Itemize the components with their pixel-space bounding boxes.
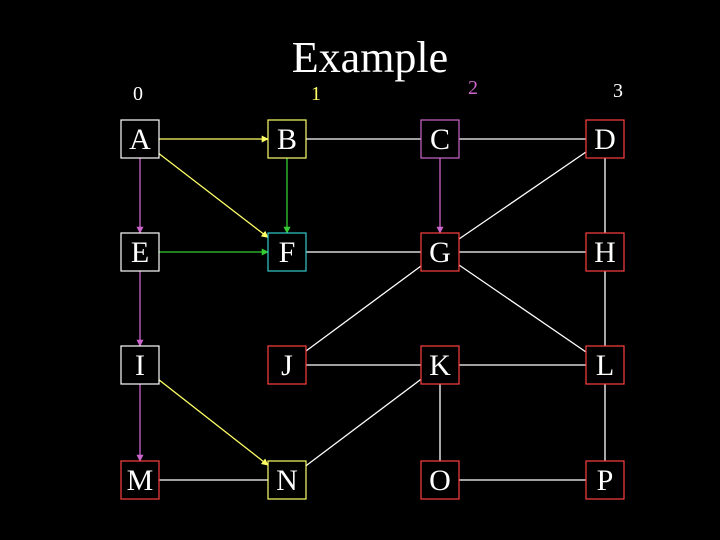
node-e: E: [120, 232, 160, 272]
edge-k-n: [305, 378, 422, 467]
level-label-1: 1: [311, 83, 321, 105]
node-box: [267, 460, 307, 500]
node-d: D: [585, 119, 625, 159]
node-label: B: [277, 123, 297, 156]
node-box: [120, 119, 160, 159]
level-label-3: 3: [613, 80, 623, 102]
node-k: K: [420, 345, 460, 385]
node-box: [267, 232, 307, 272]
node-l: L: [585, 345, 625, 385]
node-label: P: [597, 464, 614, 497]
edge-d-g: [458, 151, 587, 240]
node-p: P: [585, 460, 625, 500]
level-labels: 0 1 2 3: [133, 77, 623, 105]
node-a: A: [120, 119, 160, 159]
node-g: G: [420, 232, 460, 272]
node-box: [420, 232, 460, 272]
node-box: [267, 119, 307, 159]
edge-a-f: [158, 153, 269, 238]
node-box: [420, 119, 460, 159]
node-j: J: [267, 345, 307, 385]
node-box: [420, 460, 460, 500]
edge-i-n: [158, 379, 269, 466]
node-label: M: [127, 464, 154, 497]
node-c: C: [420, 119, 460, 159]
node-label: E: [131, 236, 149, 269]
level-label-2: 2: [468, 77, 478, 99]
node-h: H: [585, 232, 625, 272]
node-o: O: [420, 460, 460, 500]
node-label: D: [594, 123, 616, 156]
node-label: O: [429, 464, 451, 497]
node-label: N: [276, 464, 298, 497]
node-label: I: [135, 349, 145, 382]
node-box: [120, 232, 160, 272]
node-box: [585, 119, 625, 159]
node-box: [585, 345, 625, 385]
node-i: I: [120, 345, 160, 385]
node-box: [585, 460, 625, 500]
edge-g-l: [458, 264, 587, 353]
node-box: [120, 460, 160, 500]
node-m: M: [120, 460, 160, 500]
node-f: F: [267, 232, 307, 272]
node-box: [420, 345, 460, 385]
node-n: N: [267, 460, 307, 500]
node-label: F: [279, 236, 296, 269]
node-b: B: [267, 119, 307, 159]
node-label: K: [429, 349, 451, 382]
edge-g-j: [305, 265, 422, 352]
node-label: A: [129, 123, 151, 156]
node-box: [585, 232, 625, 272]
node-label: L: [596, 349, 614, 382]
node-box: [267, 345, 307, 385]
edges: [136, 135, 606, 481]
nodes: A B C D E F G H I J K L M N O P: [120, 119, 625, 500]
node-label: H: [594, 236, 616, 269]
node-label: G: [429, 236, 451, 269]
node-label: C: [430, 123, 450, 156]
node-label: J: [281, 349, 293, 382]
level-label-0: 0: [133, 83, 143, 105]
node-box: [120, 345, 160, 385]
diagram-title: Example: [292, 33, 448, 82]
